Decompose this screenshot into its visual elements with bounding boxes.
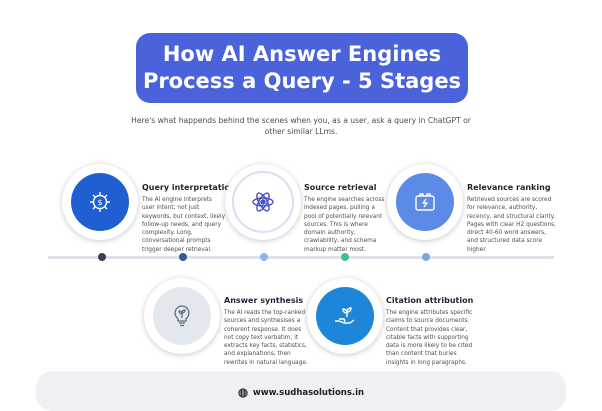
timeline-dot-1 (98, 253, 106, 261)
stage-3-circle (387, 164, 463, 240)
globe-icon (238, 388, 248, 398)
stage-1-circle-inner: $ (71, 173, 129, 231)
stage-2-circle-inner (232, 171, 294, 233)
footer-link[interactable]: www.sudhasolutions.in (36, 388, 566, 398)
stage-5-circle-inner (316, 287, 374, 345)
stage-5-description: The engine attributes specific claims to… (386, 310, 473, 366)
stage-1-title: Query interpretation (142, 183, 236, 192)
atom-icon (252, 192, 274, 212)
stage-4-circle-inner (153, 287, 211, 345)
stage-3-title: Relevance ranking (467, 183, 551, 192)
title-line-1: How AI Answer Engines (162, 42, 442, 66)
title-banner: How AI Answer Engines Process a Query - … (136, 33, 468, 103)
stage-1-circle: $ (62, 164, 138, 240)
timeline-dot-5 (422, 253, 430, 261)
svg-text:$: $ (97, 198, 102, 207)
title-line-2: Process a Query - 5 Stages (142, 69, 462, 93)
stage-5-title: Citation attribution (386, 296, 474, 305)
intro-text: Here's what happends behind the scenes w… (131, 116, 471, 136)
stage-1-description: The AI engine interprets user intent; no… (142, 197, 226, 253)
stage-2-circle (225, 164, 301, 240)
stage-5-circle (307, 278, 383, 354)
stage-4-description: The AI reads the top-ranked sources and … (224, 310, 308, 366)
hand-plant-icon (335, 307, 355, 324)
timeline-line (48, 256, 554, 259)
stage-4-circle (144, 278, 220, 354)
gear-dollar-icon: $ (90, 192, 110, 212)
stage-2-title: Source retrieval (304, 183, 377, 192)
bulb-leaf-icon (174, 305, 190, 327)
stage-2-description: The engine searches across indexed pages… (304, 197, 385, 253)
footer-url[interactable]: www.sudhasolutions.in (252, 388, 365, 398)
footer-bar: www.sudhasolutions.in (36, 371, 566, 411)
timeline-dot-4 (341, 253, 349, 261)
stage-3-description: Retrieved sources are scored for relevan… (467, 197, 556, 253)
battery-charge-icon (415, 193, 435, 211)
stage-4-title: Answer synthesis (224, 296, 304, 305)
timeline-dot-2 (179, 253, 187, 261)
stage-3-circle-inner (396, 173, 454, 231)
timeline-dot-3 (260, 253, 268, 261)
